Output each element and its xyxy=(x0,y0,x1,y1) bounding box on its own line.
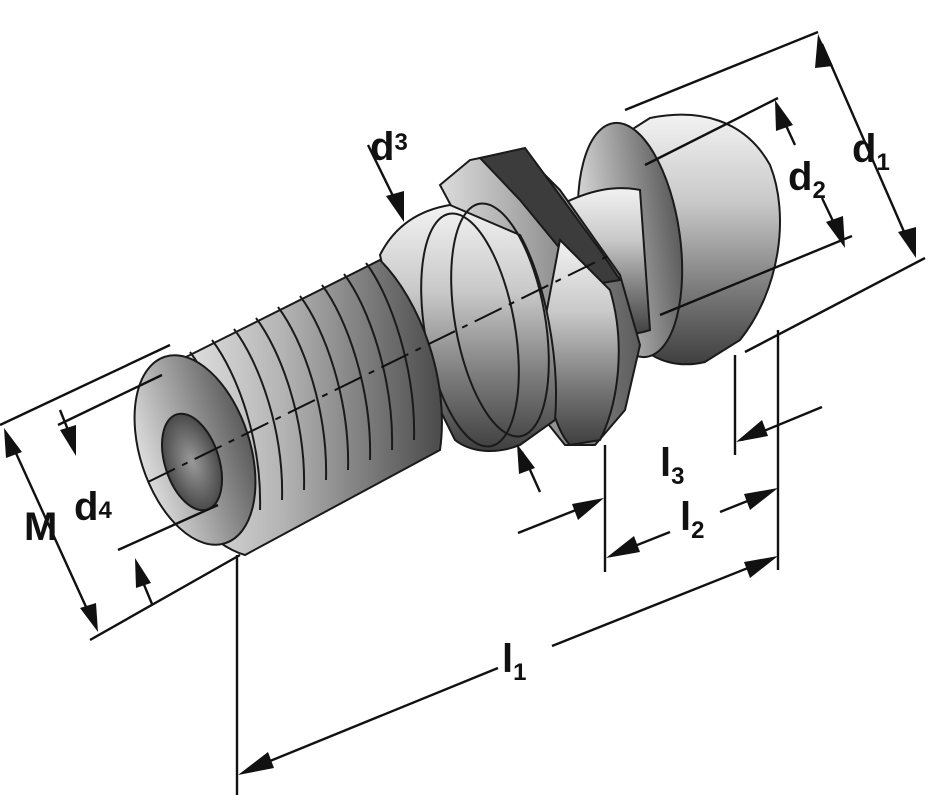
dimension-labels: d1 d2 d3 M d4 l1 l2 l3 xyxy=(24,125,890,686)
d3-leader-upper xyxy=(366,144,397,201)
label-d2: d2 xyxy=(788,155,826,204)
M-dimension-line xyxy=(8,439,94,621)
center-axis xyxy=(147,254,611,483)
body-shoulder xyxy=(378,203,557,452)
label-l1: l1 xyxy=(502,637,526,686)
label-d4: d4 xyxy=(74,485,112,529)
label-d1: d1 xyxy=(852,127,890,176)
l1-dimension-line-right xyxy=(551,558,769,648)
label-l3: l3 xyxy=(660,441,684,490)
label-d3: d3 xyxy=(370,125,408,169)
l1-dimension-line-left xyxy=(247,666,499,772)
d1-dimension-line xyxy=(820,43,914,251)
pull-stud-body xyxy=(133,113,781,557)
label-l2: l2 xyxy=(680,495,704,544)
label-M: M xyxy=(24,505,57,549)
shoulder-ring-2 xyxy=(450,202,550,438)
dimension-lines xyxy=(0,30,926,795)
hex-flange-top xyxy=(478,146,622,287)
